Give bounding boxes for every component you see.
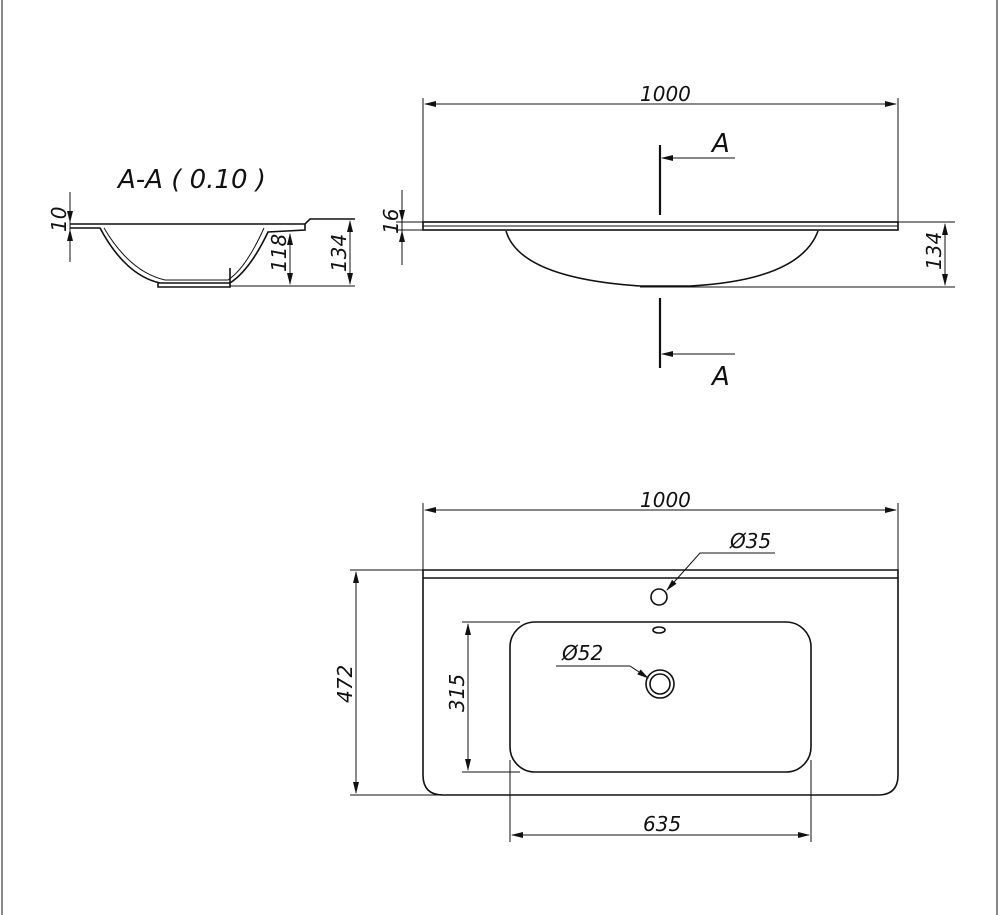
front-view: 1000 134 16 A A bbox=[379, 82, 955, 392]
section-marker-top: A bbox=[710, 129, 730, 159]
dim-635-label: 635 bbox=[643, 812, 681, 836]
section-marker-bottom: A bbox=[710, 362, 730, 392]
section-bowl-inner bbox=[103, 227, 265, 281]
drain-inner bbox=[649, 673, 671, 695]
dim-10-label: 10 bbox=[47, 207, 71, 232]
dim-1000-front-label: 1000 bbox=[640, 82, 691, 106]
top-view: 1000 Ø35 Ø52 472 315 635 bbox=[333, 488, 899, 842]
dim-315-label: 315 bbox=[445, 674, 469, 712]
section-base bbox=[157, 268, 231, 288]
faucet-hole bbox=[650, 588, 668, 606]
overflow-hole bbox=[652, 626, 666, 634]
drain-leader bbox=[556, 665, 649, 679]
basin-outline bbox=[509, 621, 812, 773]
dim-118-label: 118 bbox=[267, 234, 291, 272]
faucet-hole-label: Ø35 bbox=[729, 529, 771, 553]
drain-outer bbox=[645, 669, 675, 699]
dim-16-label: 16 bbox=[379, 209, 403, 234]
section-top-profile bbox=[70, 218, 355, 225]
countertop-outline bbox=[422, 569, 899, 796]
section-title: A-A ( 0.10 ) bbox=[116, 165, 266, 195]
dim-134-front-label: 134 bbox=[922, 232, 946, 270]
section-view: A-A ( 0.10 ) 10 118 134 bbox=[47, 165, 355, 288]
section-bowl-outer bbox=[70, 224, 306, 284]
dim-134-label: 134 bbox=[327, 234, 351, 272]
dim-1000-top-label: 1000 bbox=[640, 488, 691, 512]
front-bowl bbox=[505, 230, 819, 287]
faucet-leader bbox=[666, 552, 775, 591]
drain-hole-label: Ø52 bbox=[561, 641, 603, 665]
dim-472-label: 472 bbox=[333, 665, 357, 703]
